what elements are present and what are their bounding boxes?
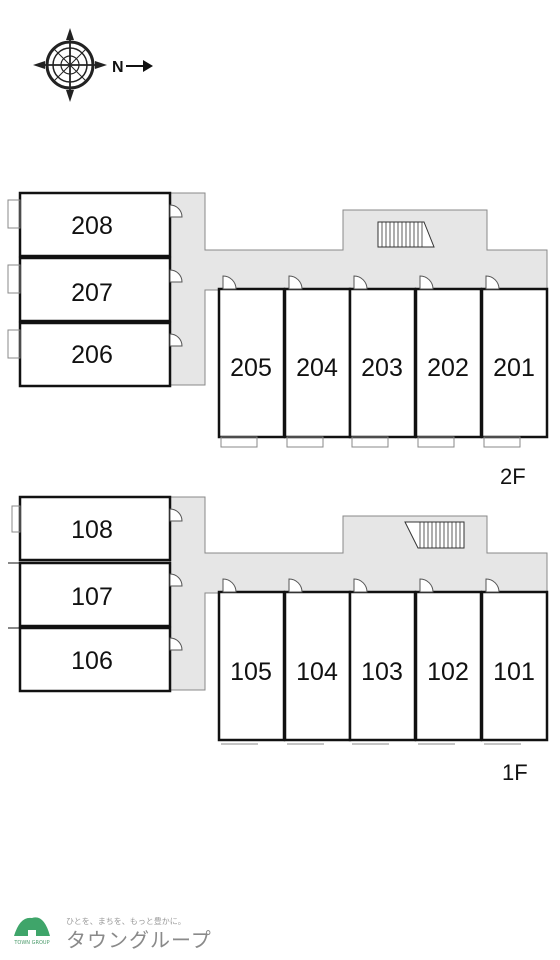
unit-104: 104 <box>283 578 352 745</box>
unit-label: 206 <box>71 341 113 369</box>
unit-label: 101 <box>493 658 535 686</box>
unit-label: 204 <box>296 354 338 382</box>
unit-label: 106 <box>71 647 113 675</box>
unit-205: 205 <box>217 275 286 448</box>
unit-201: 201 <box>480 275 549 448</box>
brand-name: タウングループ <box>66 928 212 952</box>
floor-1f: 108 107 106 105 104 <box>8 495 549 785</box>
unit-label: 103 <box>361 658 403 686</box>
floor-2f: 208 207 206 205 204 <box>7 191 549 489</box>
unit-203: 203 <box>348 275 417 448</box>
floor-label-1f: 1F <box>502 760 528 785</box>
north-label: N <box>112 59 124 76</box>
brand-logo: TOWN GROUP <box>8 917 56 946</box>
unit-label: 104 <box>296 658 338 686</box>
unit-label: 205 <box>230 354 272 382</box>
unit-label: 108 <box>71 516 113 544</box>
unit-107: 107 <box>8 561 183 628</box>
unit-102: 102 <box>414 578 483 745</box>
unit-106: 106 <box>8 626 183 693</box>
unit-label: 201 <box>493 354 535 382</box>
unit-label: 203 <box>361 354 403 382</box>
brand-tagline: ひとを、まちを、もっと豊かに。 <box>66 916 186 926</box>
unit-207: 207 <box>7 256 183 323</box>
unit-label: 105 <box>230 658 272 686</box>
compass-icon <box>33 28 153 102</box>
unit-label: 102 <box>427 658 469 686</box>
unit-103: 103 <box>348 578 417 745</box>
unit-101: 101 <box>480 578 549 745</box>
floor-label-2f: 2F <box>500 464 526 489</box>
unit-204: 204 <box>283 275 352 448</box>
unit-208: 208 <box>7 191 183 258</box>
unit-202: 202 <box>414 275 483 448</box>
unit-206: 206 <box>7 321 183 388</box>
stairs-icon <box>404 521 465 549</box>
unit-label: 207 <box>71 279 113 307</box>
unit-label: 107 <box>71 583 113 611</box>
unit-105: 105 <box>217 578 286 745</box>
svg-text:TOWN GROUP: TOWN GROUP <box>13 940 49 946</box>
stairs-icon <box>377 221 435 248</box>
unit-108: 108 <box>11 495 183 562</box>
unit-label: 208 <box>71 212 113 240</box>
unit-label: 202 <box>427 354 469 382</box>
